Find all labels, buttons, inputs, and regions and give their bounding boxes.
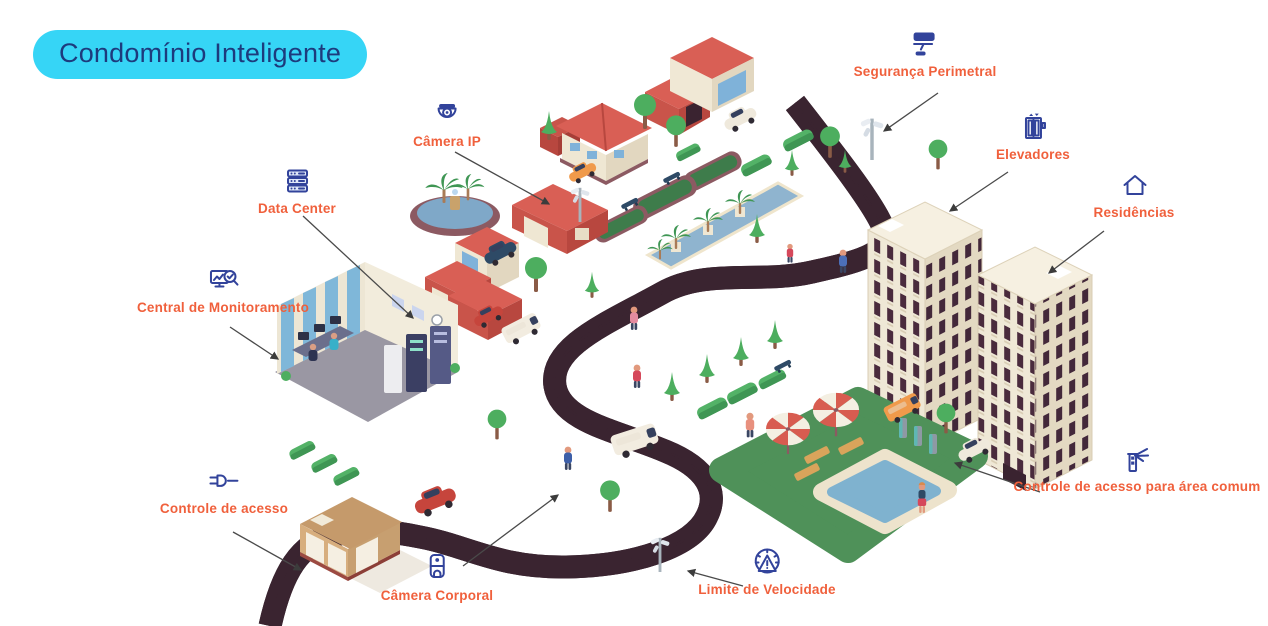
connector-central-monitoramento [229, 326, 280, 360]
warehouse-camera-ip-target [512, 184, 608, 254]
elevator-icon [1024, 113, 1046, 139]
annotation-label: Controle de acesso para área comum [1013, 479, 1261, 494]
monitor-search-icon [210, 270, 239, 288]
annotation-camera-ip: Câmera IP [413, 97, 481, 149]
palm-walkway [644, 181, 805, 270]
turnstile-icon [1127, 448, 1150, 472]
annotation-label: Limite de Velocidade [698, 582, 836, 597]
server-rack-icon [286, 169, 308, 193]
connector-controle-acesso [232, 531, 303, 571]
annotation-seguranca-perimetral: Segurança Perimetral [854, 27, 997, 79]
connector-seguranca-perimetral [882, 92, 939, 132]
annotation-label: Central de Monitoramento [136, 300, 310, 315]
annotation-camera-corporal: Câmera Corporal [381, 549, 494, 603]
residential-tower-elevadores [866, 201, 984, 449]
title-badge: Condomínio Inteligente [33, 30, 368, 79]
annotation-controle-de-acesso-area-comum: Controle de acesso para área comum [1014, 442, 1261, 494]
fountain [410, 173, 500, 236]
connector-residencias [1047, 230, 1105, 274]
pool-person [917, 482, 927, 513]
annotation-label: Residências [1093, 205, 1175, 220]
cctv-camera-icon [913, 32, 935, 56]
page-title: Condomínio Inteligente [59, 38, 342, 68]
speedometer-warning-icon [754, 548, 780, 574]
annotation-label: Câmera IP [413, 134, 481, 149]
dome-camera-icon [437, 104, 457, 118]
connector-camera-corporal [462, 494, 560, 567]
annotation-controle-de-acesso: Controle de acesso [160, 464, 288, 516]
gatehouse [300, 497, 432, 593]
annotation-connectors [229, 92, 1105, 587]
annotation-residencias: Residências [1094, 168, 1175, 220]
connector-elevadores [948, 171, 1009, 212]
house-gable-roof [540, 102, 652, 185]
camera-pole-seguranca [860, 118, 884, 160]
annotation-label: Segurança Perimetral [853, 64, 997, 79]
connector-camera-ip [454, 151, 551, 205]
annotation-limite-de-velocidade: Limite de Velocidade [698, 545, 836, 597]
annotation-label: Data Center [258, 201, 336, 216]
annotation-label: Câmera Corporal [380, 588, 494, 603]
annotation-central-de-monitoramento: Central de Monitoramento [137, 263, 309, 315]
plug-icon [209, 474, 239, 487]
body-camera-icon [429, 554, 445, 578]
connector-area-comum [953, 461, 1041, 493]
annotation-label: Elevadores [995, 147, 1071, 162]
connector-limite-velocidade [686, 568, 744, 587]
annotation-data-center: Data Center [258, 164, 336, 216]
connector-data-center [302, 215, 414, 319]
annotation-label: Controle de acesso [159, 501, 289, 516]
pool-common-area [709, 387, 988, 563]
house-icon [1123, 175, 1146, 195]
annotation-elevadores: Elevadores [996, 110, 1070, 162]
